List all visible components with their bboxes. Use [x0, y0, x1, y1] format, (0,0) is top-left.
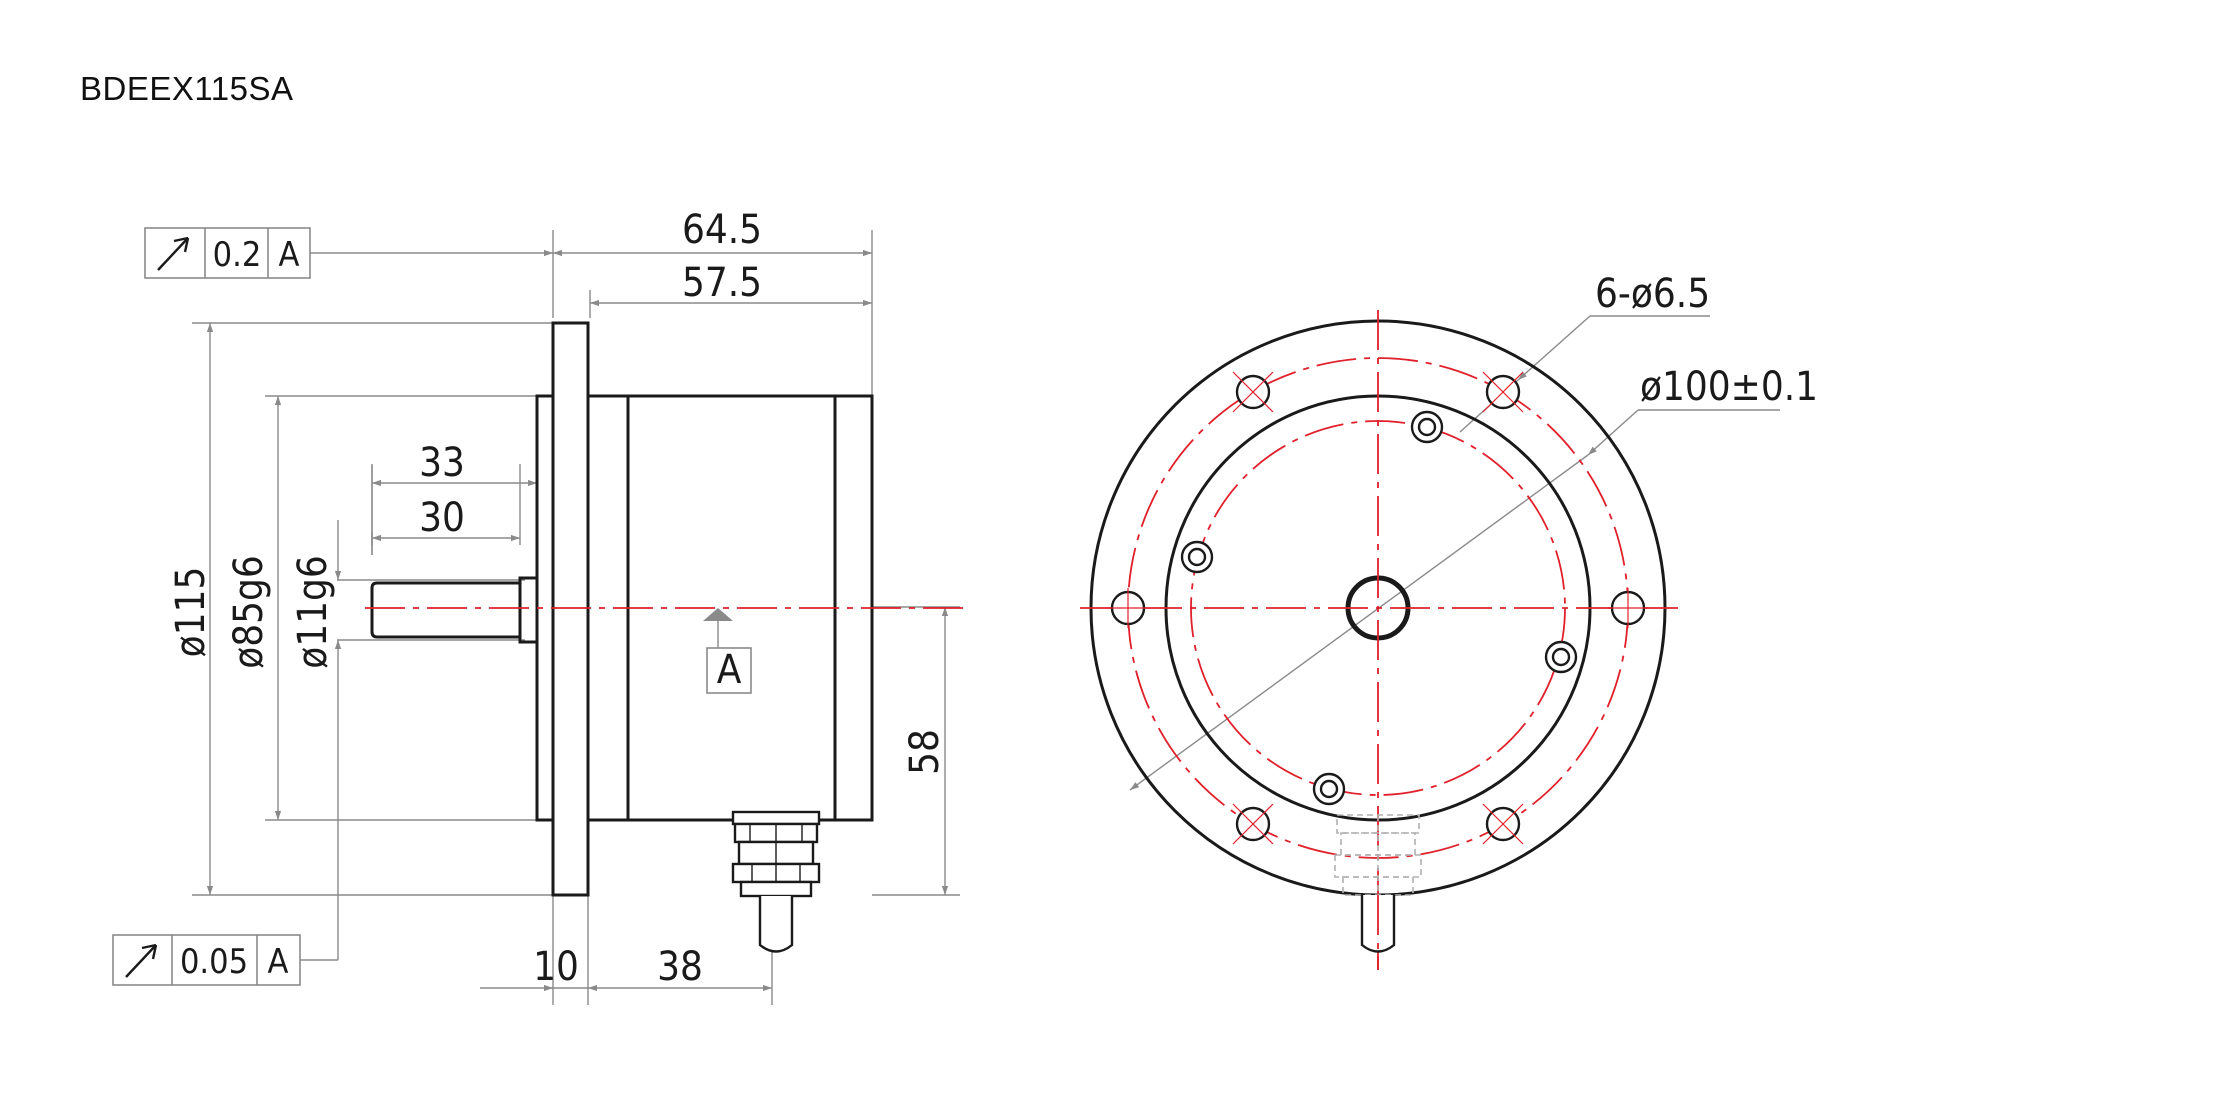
dimension-lines	[206, 249, 949, 992]
datum-a: A	[703, 608, 752, 694]
shaft-collar	[518, 576, 539, 644]
dim-58: 58	[902, 729, 948, 775]
circular-runout-icon	[125, 943, 158, 978]
pcd-callout: ø100±0.1	[1640, 364, 1818, 410]
tolerance-frame-bottom: 0.05 A	[112, 934, 301, 986]
dim-shaft-dia: ø11g6	[290, 555, 336, 669]
hole-crosshairs	[1108, 371, 1648, 845]
front-view: 6-ø6.5 ø100±0.1	[1080, 271, 1818, 970]
drawing-title: BDEEX115SA	[80, 70, 294, 107]
dim-shaft-33: 33	[419, 440, 465, 486]
motor-outline	[370, 321, 874, 897]
extension-lines	[192, 230, 960, 1005]
mounting-flange	[551, 321, 590, 897]
dim-flange-dia: ø115	[168, 567, 214, 658]
cable-gland	[731, 810, 821, 953]
dim-flange-thickness: 10	[533, 944, 579, 990]
tol-top-value: 0.2	[213, 235, 262, 275]
hole-callout: 6-ø6.5	[1595, 271, 1710, 317]
output-shaft	[370, 581, 520, 639]
dim-overall-length: 64.5	[682, 207, 762, 253]
tol-top-datum: A	[279, 235, 300, 275]
tol-bottom-value: 0.05	[180, 942, 248, 982]
housing-screws	[1180, 410, 1578, 806]
pitch-circle-inner	[1190, 420, 1566, 796]
dim-spigot-dia: ø85g6	[226, 555, 272, 669]
dim-body-length: 57.5	[682, 260, 762, 306]
side-view: A 0.2 A 0.05 A 64.5	[112, 207, 965, 1005]
tol-bottom-datum: A	[268, 942, 289, 982]
tolerance-frame-top: 0.2 A	[144, 227, 311, 279]
dim-38: 38	[657, 944, 703, 990]
circular-runout-icon	[157, 236, 190, 271]
datum-a-label: A	[717, 647, 742, 693]
dim-shaft-30: 30	[419, 495, 465, 541]
